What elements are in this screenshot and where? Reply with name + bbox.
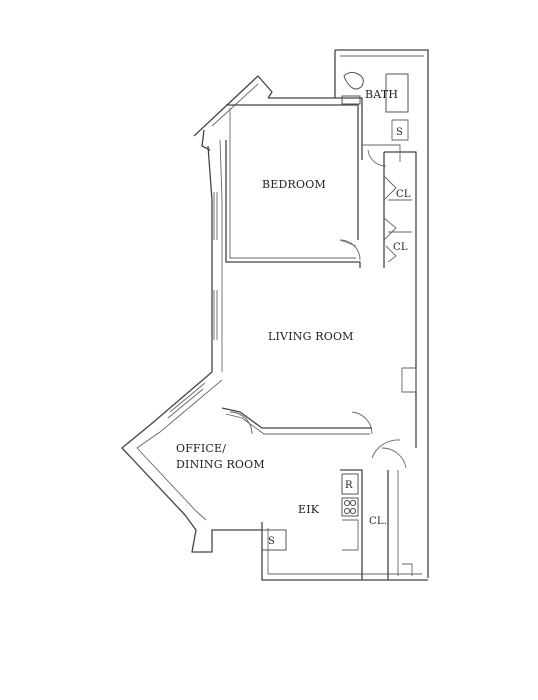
living-room-label: LIVING ROOM: [268, 330, 354, 343]
outer-walls: [121, 49, 429, 581]
closet-label-2: CL: [393, 242, 408, 253]
closet-label-3: CL.: [369, 516, 387, 527]
closet-label-1: CL: [396, 189, 411, 200]
office-label-line1: OFFICE/: [176, 442, 226, 455]
eik-label: EIK: [298, 503, 320, 516]
office-label-line2: DINING ROOM: [176, 458, 265, 471]
bedroom-label: BEDROOM: [262, 178, 326, 191]
kitchen-sink-label: S: [268, 536, 275, 547]
interior-walls: [221, 104, 417, 580]
bath-sink-label: S: [396, 127, 403, 138]
bath-label: BATH: [365, 88, 398, 101]
refrigerator-label: R: [345, 480, 353, 491]
bath-fixtures: [341, 71, 409, 113]
